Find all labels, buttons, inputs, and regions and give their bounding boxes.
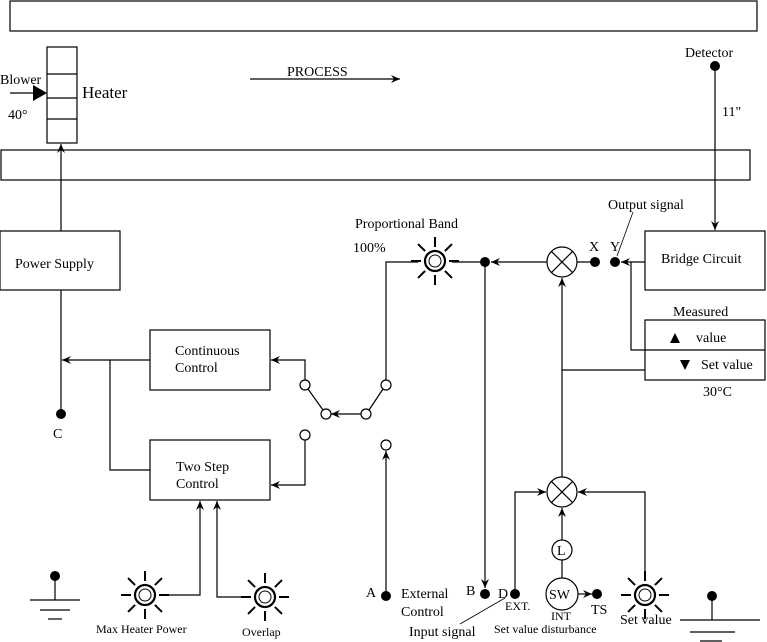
terminal-y-label: Y — [610, 240, 620, 255]
terminal-x[interactable] — [590, 257, 600, 267]
terminal-ts[interactable] — [592, 589, 602, 599]
detector-label: Detector — [685, 46, 734, 61]
summing-junction-upper — [546, 246, 578, 278]
terminal-b[interactable] — [480, 589, 490, 599]
set-value-disturbance-label: Set value disturbance — [494, 622, 597, 636]
terminal-d[interactable] — [510, 589, 520, 599]
continuous-label-2: Control — [175, 361, 218, 376]
terminal-a — [381, 591, 391, 601]
int-label: INT — [551, 609, 572, 623]
sw-label: SW — [549, 588, 571, 603]
terminal-c-label: C — [53, 427, 62, 442]
terminal-a-label: A — [366, 586, 377, 601]
terminal-b-label: B — [466, 584, 475, 599]
bridge-circuit-box — [644, 230, 766, 291]
setvalue-to-sum — [578, 488, 646, 578]
blower-arrow-icon — [33, 85, 47, 101]
up-triangle-icon — [670, 333, 680, 343]
power-supply-box — [0, 230, 121, 291]
ext-label: EXT. — [505, 599, 530, 613]
blower-temp: 40° — [8, 108, 28, 123]
two-step-control-box — [149, 439, 271, 501]
heater-element — [46, 46, 78, 144]
blower-label: Blower — [0, 73, 42, 88]
overlap-to-two-step — [213, 501, 247, 598]
measured-line — [630, 262, 645, 351]
process-label: PROCESS — [287, 65, 348, 80]
heater-label: Heater — [82, 83, 128, 102]
two-step-to-power — [109, 360, 150, 471]
switch-to-two-step — [271, 440, 306, 489]
external-control-label-1: External — [401, 587, 449, 602]
continuous-control-box — [149, 329, 271, 391]
switch-to-continuous — [271, 356, 306, 380]
set-value-label: Set value — [620, 613, 672, 628]
overlap-knob-icon[interactable] — [241, 573, 289, 621]
duct — [0, 149, 751, 181]
terminal-c — [56, 409, 66, 419]
max-heater-to-two-step — [163, 501, 204, 596]
set-value-knob-icon[interactable] — [621, 571, 669, 619]
ts-label: TS — [591, 603, 607, 618]
switch-blade — [368, 388, 384, 411]
ground-left-icon — [30, 571, 80, 620]
d-to-sum — [514, 488, 546, 594]
power-supply-label: Power Supply — [15, 257, 94, 272]
switch-blade — [307, 388, 324, 411]
proportional-band-knob-icon[interactable] — [411, 237, 459, 285]
set-value-box-label: Set value — [701, 358, 753, 373]
max-heater-power-label: Max Heater Power — [96, 622, 187, 636]
external-control-label-2: Control — [401, 605, 444, 620]
overlap-label: Overlap — [242, 625, 281, 639]
bridge-circuit-label: Bridge Circuit — [661, 252, 742, 267]
ground-right-icon — [680, 591, 760, 642]
top-bar — [9, 0, 758, 32]
measured-label: Measured — [673, 305, 728, 320]
two-step-label-1: Two Step — [176, 460, 229, 475]
terminal-d-label: D — [498, 587, 508, 602]
down-triangle-icon — [680, 360, 690, 370]
pb-line — [385, 261, 418, 380]
mode-switch[interactable] — [299, 379, 392, 451]
terminal-y[interactable] — [610, 257, 620, 267]
two-step-label-2: Control — [176, 477, 219, 492]
proportional-band-label: Proportional Band — [355, 217, 458, 232]
output-signal-label: Output signal — [608, 198, 684, 213]
continuous-label-1: Continuous — [175, 344, 240, 359]
measured-value-label: value — [696, 331, 726, 346]
summing-junction-lower — [546, 476, 578, 508]
detector-value: 11" — [722, 105, 741, 120]
input-signal-label: Input signal — [409, 625, 476, 640]
input-signal-leader — [459, 597, 506, 625]
set-temperature: 30°C — [703, 385, 732, 400]
output-signal-leader — [616, 211, 634, 257]
terminal-x-label: X — [589, 240, 599, 255]
proportional-band-value: 100% — [353, 241, 386, 256]
max-heater-power-knob-icon[interactable] — [121, 571, 169, 619]
l-label: L — [557, 544, 566, 559]
